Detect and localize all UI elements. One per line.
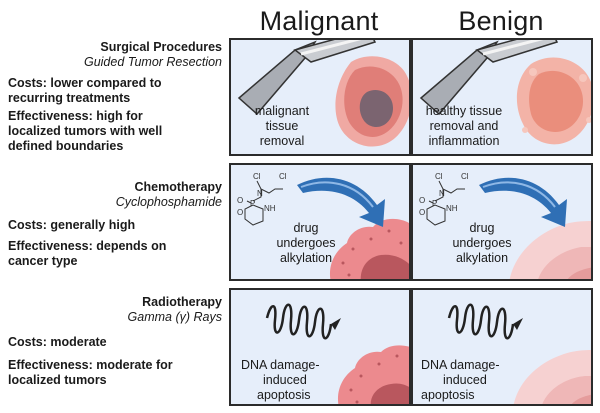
chemo-description: Chemotherapy Cyclophosphamide Costs: gen… <box>0 180 222 269</box>
radio-malignant-panel: DNA damage- induced apoptosis <box>229 288 411 406</box>
surgery-costs-line: Costs: lower compared to <box>8 76 162 90</box>
chemo-malignant-panel: Cl Cl N P O O NH drug undergoes alkylati… <box>229 163 411 281</box>
surgery-malignant-illustration <box>237 40 409 147</box>
scalpel-icon <box>419 40 559 116</box>
chemo-costs: Costs: generally high <box>8 218 136 232</box>
radio-malignant-illustration <box>265 303 409 404</box>
label-line: induced <box>443 373 487 387</box>
surgery-effectiveness-line: Effectiveness: high for <box>8 109 143 123</box>
label-line: healthy tissue <box>425 104 503 118</box>
mol-atom: O <box>237 196 243 205</box>
surgery-costs: Costs: lower compared to recurring treat… <box>0 76 222 106</box>
chemo-benign-panel: Cl Cl N P O O NH drug undergoes alkylati… <box>411 163 593 281</box>
surgery-effectiveness-line: localized tumors with well <box>8 124 163 138</box>
chemo-effectiveness: Effectiveness: depends on cancer type <box>0 239 222 269</box>
chemo-subtitle: Cyclophosphamide <box>115 195 222 209</box>
radio-subtitle: Gamma (γ) Rays <box>127 310 222 324</box>
radio-effectiveness: Effectiveness: moderate for localized tu… <box>0 358 222 388</box>
surgery-benign-panel: healthy tissue removal and inflammation <box>411 38 593 156</box>
cyclophosphamide-molecule-icon <box>244 180 283 226</box>
surgery-benign-label: healthy tissue removal and inflammation <box>419 104 509 149</box>
radio-benign-illustration <box>447 303 591 404</box>
mol-atom: N <box>439 189 445 198</box>
label-line: drug <box>293 221 319 235</box>
surgery-effectiveness: Effectiveness: high for localized tumors… <box>0 109 222 154</box>
mol-atom: NH <box>446 204 458 213</box>
surgery-title: Surgical Procedures <box>100 40 222 54</box>
gamma-ray-wave-icon <box>265 303 341 340</box>
malignant-column-header: Malignant <box>259 6 379 36</box>
label-line: inflammation <box>428 134 500 148</box>
radio-malignant-label: DNA damage- induced apoptosis <box>241 358 337 403</box>
surgery-effectiveness-line: defined boundaries <box>8 139 124 153</box>
surgery-benign-illustration <box>419 40 591 145</box>
inflamed-tissue <box>516 57 591 145</box>
label-line: tissue <box>265 119 299 133</box>
benign-column-header: Benign <box>458 6 544 36</box>
malignant-cell <box>330 218 409 279</box>
radio-effectiveness-line: Effectiveness: moderate for <box>8 358 173 372</box>
tumor-tissue <box>335 56 409 147</box>
label-line: DNA damage- <box>421 358 500 372</box>
surgery-malignant-panel: malignant tissue removal <box>229 38 411 156</box>
mol-atom: Cl <box>253 172 261 181</box>
label-line: alkylation <box>455 251 509 265</box>
chemo-malignant-label: drug undergoes alkylation <box>271 221 341 266</box>
cyclophosphamide-molecule-icon <box>426 180 465 226</box>
label-line: undergoes <box>452 236 512 250</box>
chemo-benign-label: drug undergoes alkylation <box>447 221 517 266</box>
surgery-malignant-label: malignant tissue removal <box>243 104 321 149</box>
chemo-effectiveness-line: cancer type <box>8 254 78 268</box>
chemo-benign-illustration: Cl Cl N P O O NH <box>419 172 591 279</box>
mol-atom: N <box>257 189 263 198</box>
scalpel-icon <box>237 40 377 116</box>
mol-atom: O <box>419 196 425 205</box>
radio-benign-panel: DNA damage- induced apoptosis <box>411 288 593 406</box>
benign-cell <box>513 350 591 404</box>
mol-atom: Cl <box>279 172 287 181</box>
benign-cell <box>509 221 591 279</box>
label-line: induced <box>263 373 307 387</box>
surgery-description: Surgical Procedures Guided Tumor Resecti… <box>0 40 222 154</box>
label-line: apoptosis <box>421 388 475 402</box>
curved-arrow-icon <box>479 177 567 227</box>
chemo-title: Chemotherapy <box>134 180 222 194</box>
curved-arrow-icon <box>297 177 385 227</box>
surgery-subtitle: Guided Tumor Resection <box>83 55 222 69</box>
mol-atom: P <box>250 199 255 208</box>
mol-atom: O <box>419 208 425 217</box>
radio-effectiveness-line: localized tumors <box>8 373 107 387</box>
surgery-costs-line: recurring treatments <box>8 91 131 105</box>
mol-atom: P <box>432 199 437 208</box>
mol-atom: Cl <box>461 172 469 181</box>
label-line: removal and <box>429 119 499 133</box>
radio-title: Radiotherapy <box>142 295 222 309</box>
radio-description: Radiotherapy Gamma (γ) Rays Costs: moder… <box>0 295 222 388</box>
gamma-ray-wave-icon <box>447 303 523 340</box>
malignant-cell <box>338 345 409 404</box>
chemo-effectiveness-line: Effectiveness: depends on <box>8 239 167 253</box>
label-line: DNA damage- <box>241 358 320 372</box>
label-line: drug <box>469 221 495 235</box>
mol-atom: NH <box>264 204 276 213</box>
label-line: malignant <box>254 104 310 118</box>
label-line: apoptosis <box>257 388 311 402</box>
chemo-malignant-illustration: Cl Cl N P O O NH <box>237 172 409 279</box>
label-line: undergoes <box>276 236 336 250</box>
label-line: removal <box>259 134 305 148</box>
label-line: alkylation <box>279 251 333 265</box>
radio-costs: Costs: moderate <box>8 335 107 349</box>
mol-atom: O <box>237 208 243 217</box>
radio-benign-label: DNA damage- induced apoptosis <box>421 358 517 403</box>
mol-atom: Cl <box>435 172 443 181</box>
